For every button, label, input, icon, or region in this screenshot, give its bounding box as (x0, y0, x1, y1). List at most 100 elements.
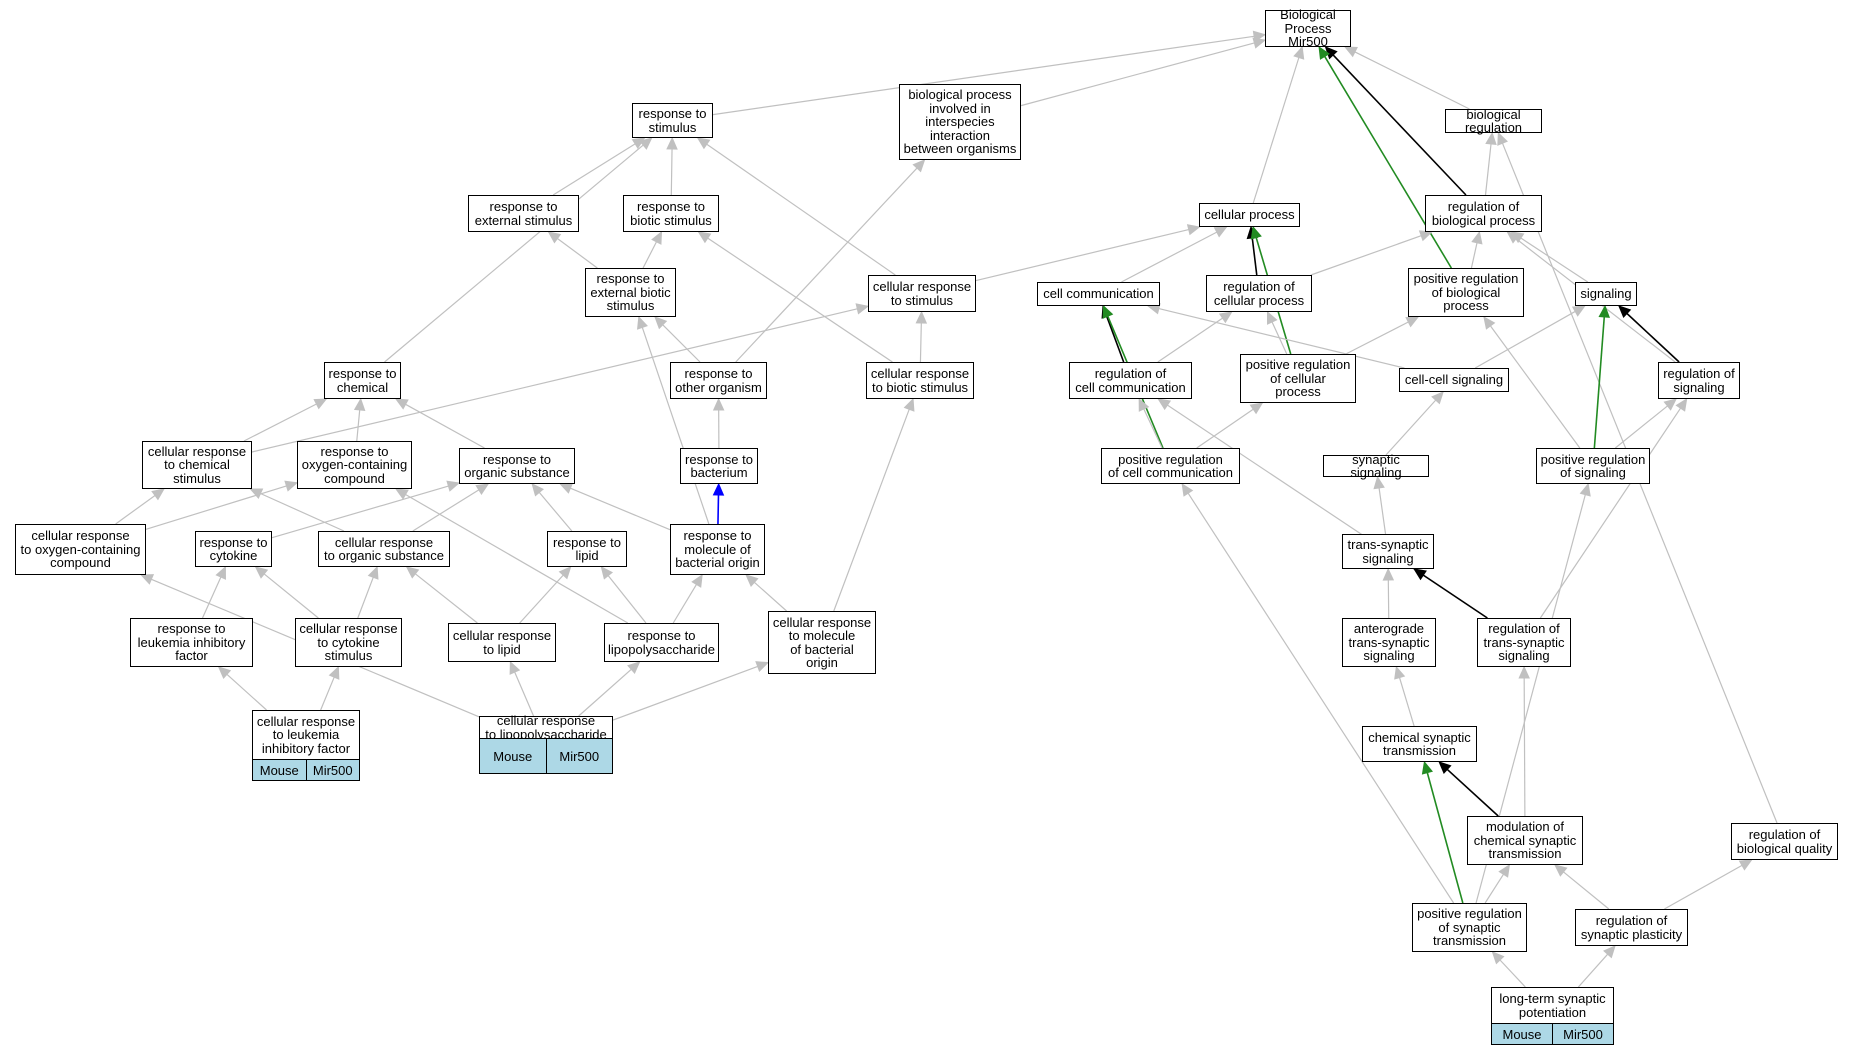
node-chem-syn[interactable]: chemical synaptic transmission (1362, 726, 1477, 762)
node-pos-reg-cell-comm[interactable]: positive regulation of cell communicatio… (1101, 448, 1240, 484)
node-resp-cytokine[interactable]: response to cytokine (195, 531, 272, 567)
edge-cell_resp_biotic-to-cell_resp_stim (915, 310, 928, 363)
node-reg-bio-proc[interactable]: regulation of biological process (1425, 195, 1542, 232)
tag-row-cell-resp-lps: Mouse Mir500 (479, 739, 613, 774)
node-pos-reg-syn[interactable]: positive regulation of synaptic transmis… (1412, 903, 1527, 952)
arrowhead (1293, 45, 1305, 60)
node-bio-reg[interactable]: biological regulation (1445, 107, 1542, 134)
node-cell-cell-sig[interactable]: cell-cell signaling (1399, 368, 1509, 392)
edge-cell_resp_lps-to-cell_resp_lipid (509, 660, 535, 717)
edge-cell_resp_chem-to-cell_resp_stim (251, 303, 870, 453)
edge-line (1385, 399, 1437, 456)
arrowhead (140, 574, 155, 585)
arrowhead (1491, 951, 1505, 965)
edge-reg_signaling-to-signaling (1618, 305, 1680, 363)
node-resp-ext-biotic[interactable]: response to external biotic stimulus (585, 268, 676, 317)
edge-line (670, 148, 673, 196)
node-cell-resp-org-sub[interactable]: cellular response to organic substance (318, 531, 450, 567)
arrowhead (696, 137, 711, 150)
arrowhead (1618, 305, 1632, 319)
node-cell-resp-cytokine[interactable]: cellular response to cytokine stimulus (295, 618, 402, 667)
node-cell-resp-mol-bact[interactable]: cellular response to molecule of bacteri… (768, 611, 876, 674)
node-reg-bio-quality[interactable]: regulation of biological quality (1731, 823, 1838, 860)
node-resp-other-org[interactable]: response to other organism (670, 362, 767, 399)
edge-mod_chem_syn-to-reg_trans_syn (1518, 665, 1530, 817)
node-trans-syn-sig[interactable]: trans-synaptic signaling (1342, 534, 1434, 569)
node-resp-stim[interactable]: response to stimulus (632, 103, 713, 138)
edge-line (975, 228, 1189, 282)
node-label: positive regulation of signaling (1540, 451, 1646, 480)
node-label: cell communication (1043, 286, 1154, 302)
node-cell-comm[interactable]: cell communication (1037, 282, 1160, 306)
node-cell-resp-lipid[interactable]: cellular response to lipid (448, 623, 556, 662)
edge-line (243, 403, 317, 442)
node-resp-chem[interactable]: response to chemical (324, 362, 401, 399)
arrowhead (651, 230, 663, 245)
node-pos-reg-bio-proc[interactable]: positive regulation of biological proces… (1408, 268, 1524, 317)
node-resp-bacterium[interactable]: response to bacterium (680, 448, 758, 484)
edge-line (1158, 308, 1405, 369)
edge-pos_reg_cell_comm-to-pos_reg_cell_proc (1196, 402, 1264, 449)
node-cell-resp-biotic[interactable]: cellular response to biotic stimulus (866, 362, 974, 399)
node-label: positive regulation of synaptic transmis… (1417, 906, 1522, 949)
node-label: cellular response to organic substance (324, 534, 444, 563)
arrowhead (547, 231, 562, 244)
node-label: response to molecule of bacterial origin (675, 528, 760, 571)
edge-resp_cytokine-to-resp_org_sub (271, 480, 461, 539)
edge-line (519, 574, 564, 624)
edge-line (1345, 321, 1409, 355)
edge-pos_reg_cell_proc-to-pos_reg_bio_proc (1345, 316, 1420, 355)
arrowhead (712, 482, 725, 496)
node-reg-cell-proc[interactable]: regulation of cellular process (1206, 275, 1312, 312)
node-reg-signaling[interactable]: regulation of signaling (1658, 362, 1740, 399)
node-label: cellular response to oxygen-containing c… (20, 528, 141, 571)
node-reg-syn-plast[interactable]: regulation of synaptic plasticity (1575, 909, 1688, 946)
edge-reg_cell_comm-to-reg_cell_proc (1157, 311, 1233, 363)
node-antero[interactable]: anterograde trans-synaptic signaling (1342, 618, 1436, 667)
node-bio-interspecies[interactable]: biological process involved in interspec… (899, 84, 1021, 160)
arrowhead (855, 303, 870, 315)
node-resp-mol-bact[interactable]: response to molecule of bacterial origin (670, 524, 765, 575)
node-resp-biotic-stim[interactable]: response to biotic stimulus (623, 195, 719, 232)
arrowhead (1483, 316, 1496, 330)
node-resp-org-sub[interactable]: response to organic substance (459, 448, 575, 484)
node-cell-resp-stim[interactable]: cellular response to stimulus (868, 275, 976, 312)
node-label: regulation of cell communication (1075, 366, 1186, 395)
node-cell-resp-lps[interactable]: cellular response to lipopolysaccharide (479, 714, 613, 741)
node-resp-oxy[interactable]: response to oxygen-containing compound (297, 441, 412, 489)
edge-line (919, 322, 922, 363)
node-resp-lps[interactable]: response to lipopolysaccharide (604, 623, 719, 662)
node-resp-ext-stim[interactable]: response to external stimulus (468, 195, 579, 232)
node-label: regulation of trans-synaptic signaling (1483, 621, 1565, 664)
arrowhead (1138, 397, 1150, 412)
edge-line (115, 494, 156, 525)
arrowhead (475, 483, 490, 495)
node-pos-reg-sig[interactable]: positive regulation of signaling (1536, 448, 1650, 484)
node-cell-resp-chem[interactable]: cellular response to chemical stimulus (142, 441, 252, 489)
edge-line (260, 492, 345, 532)
edge-cell_resp_lipid-to-cell_resp_org_sub (405, 566, 478, 624)
node-mod-chem-syn[interactable]: modulation of chemical synaptic transmis… (1467, 816, 1583, 865)
node-cell-proc[interactable]: cellular process (1199, 203, 1300, 227)
tag-mouse: Mouse (480, 739, 546, 773)
node-resp-lif[interactable]: response to leukemia inhibitory factor (130, 618, 253, 667)
node-cell-resp-oxy[interactable]: cellular response to oxygen-containing c… (15, 524, 146, 575)
node-pos-reg-cell-proc[interactable]: positive regulation of cellular process (1240, 354, 1356, 403)
arrowhead (1571, 305, 1586, 317)
edge-resp_lps-to-resp_mol_bact (672, 573, 703, 624)
node-reg-trans-syn[interactable]: regulation of trans-synaptic signaling (1477, 618, 1571, 667)
edge-line (514, 671, 535, 717)
node-reg-cell-comm[interactable]: regulation of cell communication (1069, 362, 1192, 399)
node-root[interactable]: Biological Process Mir500 (1265, 8, 1351, 48)
arrowhead (1405, 316, 1420, 328)
node-syn-sig[interactable]: synaptic signaling (1323, 452, 1429, 479)
node-signaling[interactable]: signaling (1575, 282, 1637, 306)
node-cell-resp-lif[interactable]: cellular response to leukemia inhibitory… (252, 710, 360, 760)
node-ltp[interactable]: long-term synaptic potentiation (1491, 987, 1614, 1024)
arrowhead (1213, 226, 1228, 238)
node-resp-lipid[interactable]: response to lipid (547, 531, 627, 567)
edge-line (538, 492, 573, 532)
node-label: regulation of synaptic plasticity (1580, 913, 1683, 942)
arrowhead (1373, 475, 1385, 490)
